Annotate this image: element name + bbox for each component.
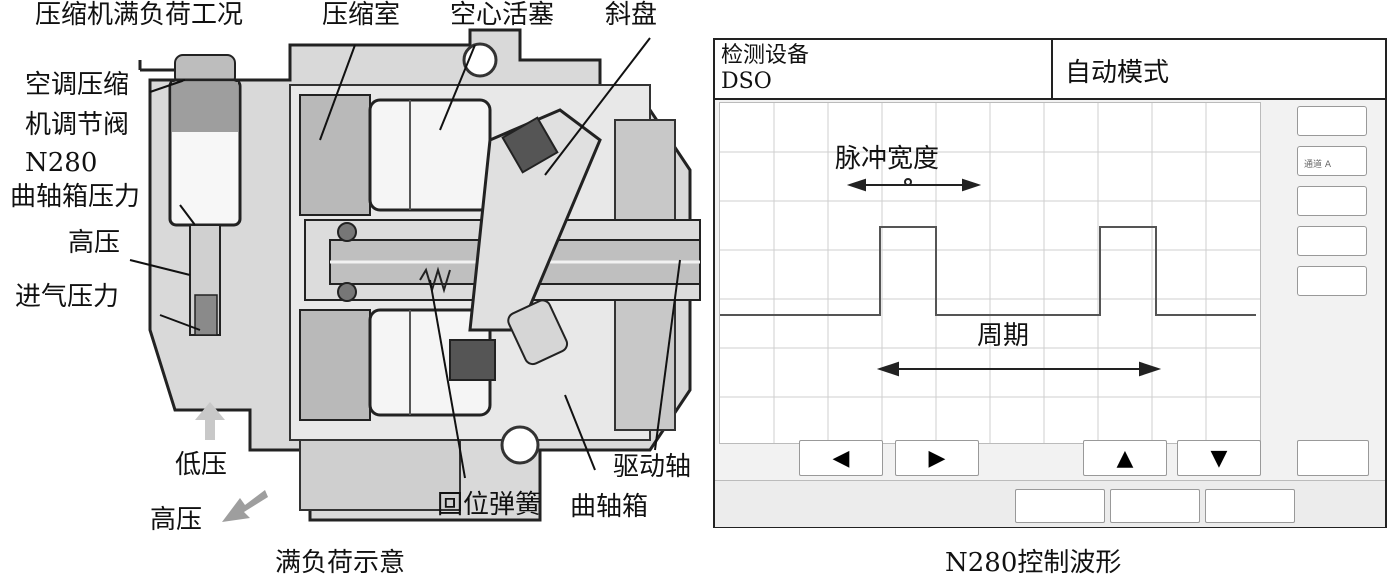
caption-full-load: 满负荷示意 [275, 548, 406, 578]
triangle-left-icon: ◀ [832, 445, 850, 471]
label-intake-pressure: 进气压力 [15, 282, 120, 312]
waveform-plot [720, 103, 1260, 443]
triangle-down-icon: ▼ [1210, 445, 1228, 471]
left-arrow-button[interactable]: ◀ [799, 440, 883, 476]
label-valve-line1: 空调压缩 [25, 70, 130, 100]
mode-label: 自动模式 [1065, 58, 1170, 88]
label-valve-line2: 机调节阀 [25, 110, 130, 140]
soft-button-1[interactable] [1297, 106, 1367, 136]
up-arrow-button[interactable]: ▲ [1083, 440, 1167, 476]
return-spring [419, 266, 451, 294]
soft-button-5[interactable] [1297, 266, 1367, 296]
triangle-up-icon: ▲ [1116, 445, 1134, 471]
pulse-width-arrow [846, 178, 982, 192]
pwm-waveform [720, 226, 1256, 316]
device-cell: 检测设备 DSO [715, 40, 1053, 98]
pistons [299, 94, 492, 421]
label-high-pressure-lower: 高压 [150, 505, 203, 535]
label-return-spring: 回位弹簧 [437, 490, 542, 520]
dso-panel: 检测设备 DSO 自动模式 [713, 38, 1387, 528]
device-value: DSO [721, 69, 772, 94]
label-high-pressure-upper: 高压 [68, 228, 121, 258]
swash-plate [449, 108, 602, 381]
pulse-width-label: 脉冲宽度 [835, 144, 940, 174]
caption-n280-waveform: N280控制波形 [945, 548, 1122, 578]
regulating-valve-n280 [138, 54, 242, 336]
label-compression-chamber: 压缩室 [322, 0, 401, 30]
soft-button-3[interactable] [1297, 186, 1367, 216]
label-crankcase: 曲轴箱 [570, 492, 649, 522]
flow-arrows [195, 402, 268, 522]
down-arrow-button[interactable]: ▼ [1177, 440, 1261, 476]
soft-button-channel-a[interactable]: 通道 A [1297, 146, 1367, 176]
dso-header: 检测设备 DSO 自动模式 [715, 40, 1385, 100]
label-drive-shaft: 驱动轴 [613, 452, 692, 482]
screen-grid [720, 103, 1260, 443]
label-low-pressure: 低压 [175, 450, 228, 480]
period-label: 周期 [977, 321, 1030, 351]
waveform-screen [719, 102, 1261, 444]
bottom-tab-1[interactable] [1015, 489, 1105, 523]
label-swash-plate: 斜盘 [605, 0, 658, 30]
bottom-tab-3[interactable] [1205, 489, 1295, 523]
soft-button-bottom-right[interactable] [1297, 440, 1369, 476]
soft-button-4[interactable] [1297, 226, 1367, 256]
label-valve-code: N280 [25, 148, 98, 178]
right-arrow-button[interactable]: ▶ [895, 440, 979, 476]
label-crankcase-pressure: 曲轴箱压力 [10, 182, 141, 212]
device-label: 检测设备 [721, 43, 810, 68]
leader-lines [129, 37, 681, 479]
bottom-tab-strip [715, 480, 1385, 527]
compressor-cutaway-drawing [129, 28, 701, 522]
bottom-tab-2[interactable] [1110, 489, 1200, 523]
diagram-title: 压缩机满负荷工况 [35, 0, 244, 30]
period-arrow [876, 361, 1162, 377]
label-hollow-piston: 空心活塞 [450, 0, 555, 30]
triangle-right-icon: ▶ [928, 445, 946, 471]
